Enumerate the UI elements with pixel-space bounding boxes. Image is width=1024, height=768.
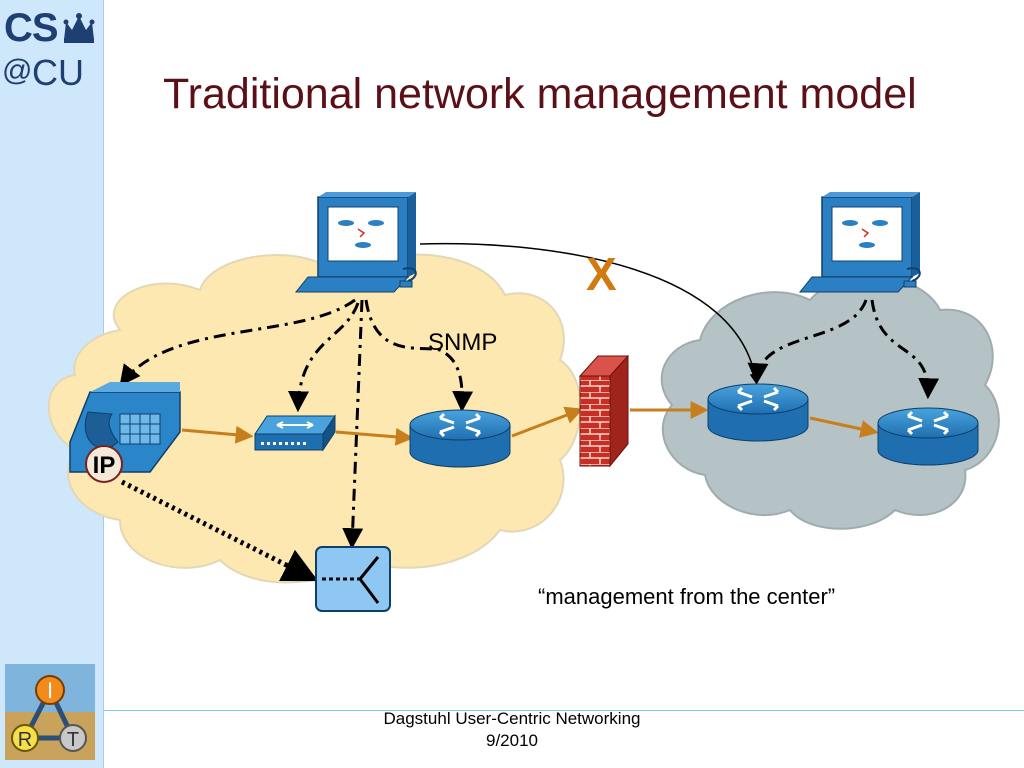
ip-badge-text: IP [93,452,116,479]
cs-cu-logo: CS @ CU [2,6,98,96]
irt-letter-t: T [67,729,79,751]
irt-i-circle [35,675,65,705]
irt-logo: I R T [5,664,95,760]
firewall-icon [578,354,630,468]
snmp-label: SNMP [428,329,497,356]
footer-date: 9/2010 [486,731,538,750]
phone-to-device-link [120,479,319,582]
footer: Dagstuhl User-Centric Networking 9/2010 [312,708,712,752]
logo-cs-text: CS [4,6,59,50]
router-icon [707,383,809,442]
irt-letter-r: R [18,729,32,751]
link-phone-switch [181,425,254,444]
management-station-icon [294,192,417,293]
router-icon [409,409,511,468]
management-quote: “management from the center” [538,584,836,609]
logo-at-symbol: @ [2,54,33,87]
irt-letter-i: I [47,678,53,703]
link-router-firewall [511,406,584,438]
snmp-management-arrows-left [119,298,474,550]
crown-icon [63,13,95,43]
switch-icon [254,414,336,452]
irt-r-circle [11,724,39,752]
irt-t-circle [59,724,87,752]
antenna-device-icon [315,546,391,612]
slide-title: Traditional network management model [163,70,917,118]
blocked-x-mark: X [586,248,617,300]
blocked-cross-domain-arrow [419,242,760,385]
link-router-router [809,416,879,438]
link-switch-router [335,427,414,446]
footer-divider [103,710,1024,711]
management-station-icon [798,192,921,293]
logo-cu-text: CU [32,52,84,93]
router-icon [877,407,979,466]
footer-event: Dagstuhl User-Centric Networking [383,709,641,728]
snmp-management-arrows-right [747,299,940,400]
ip-phone-icon: IP [69,382,181,483]
